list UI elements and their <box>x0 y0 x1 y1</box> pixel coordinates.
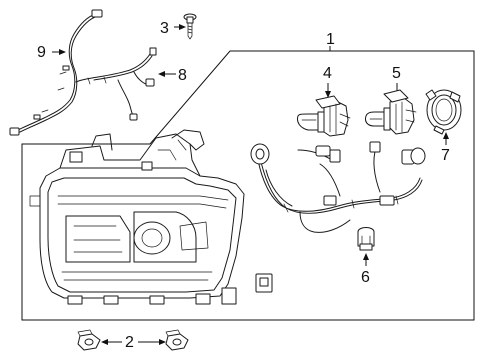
callout-4-label: 4 <box>323 65 332 82</box>
headlamp-bulb-5-icon <box>365 89 417 135</box>
callout-8-label: 8 <box>178 67 187 84</box>
callout-9-label: 9 <box>37 44 46 61</box>
bulb-socket-ring-icon <box>425 89 462 135</box>
callout-3-label: 3 <box>160 20 169 37</box>
assembly-frame <box>21 46 475 321</box>
side-marker-bulb-icon <box>357 227 375 251</box>
wire-harness-9-icon <box>9 9 103 136</box>
internal-harness-icon <box>250 141 426 233</box>
wire-harness-8-icon <box>75 47 157 121</box>
callout-1-label: 1 <box>326 31 335 48</box>
callout-2-label: 2 <box>125 334 134 351</box>
retainer-nut-icon <box>165 329 189 351</box>
headlamp-assembly-icon <box>29 129 273 305</box>
callout-7-label: 7 <box>441 147 450 164</box>
callout-5-label: 5 <box>392 65 401 82</box>
headlamp-bulb-4-icon <box>297 95 351 137</box>
screw-icon <box>183 13 197 40</box>
callout-6-label: 6 <box>361 269 370 286</box>
retainer-nut-icon <box>77 329 101 351</box>
